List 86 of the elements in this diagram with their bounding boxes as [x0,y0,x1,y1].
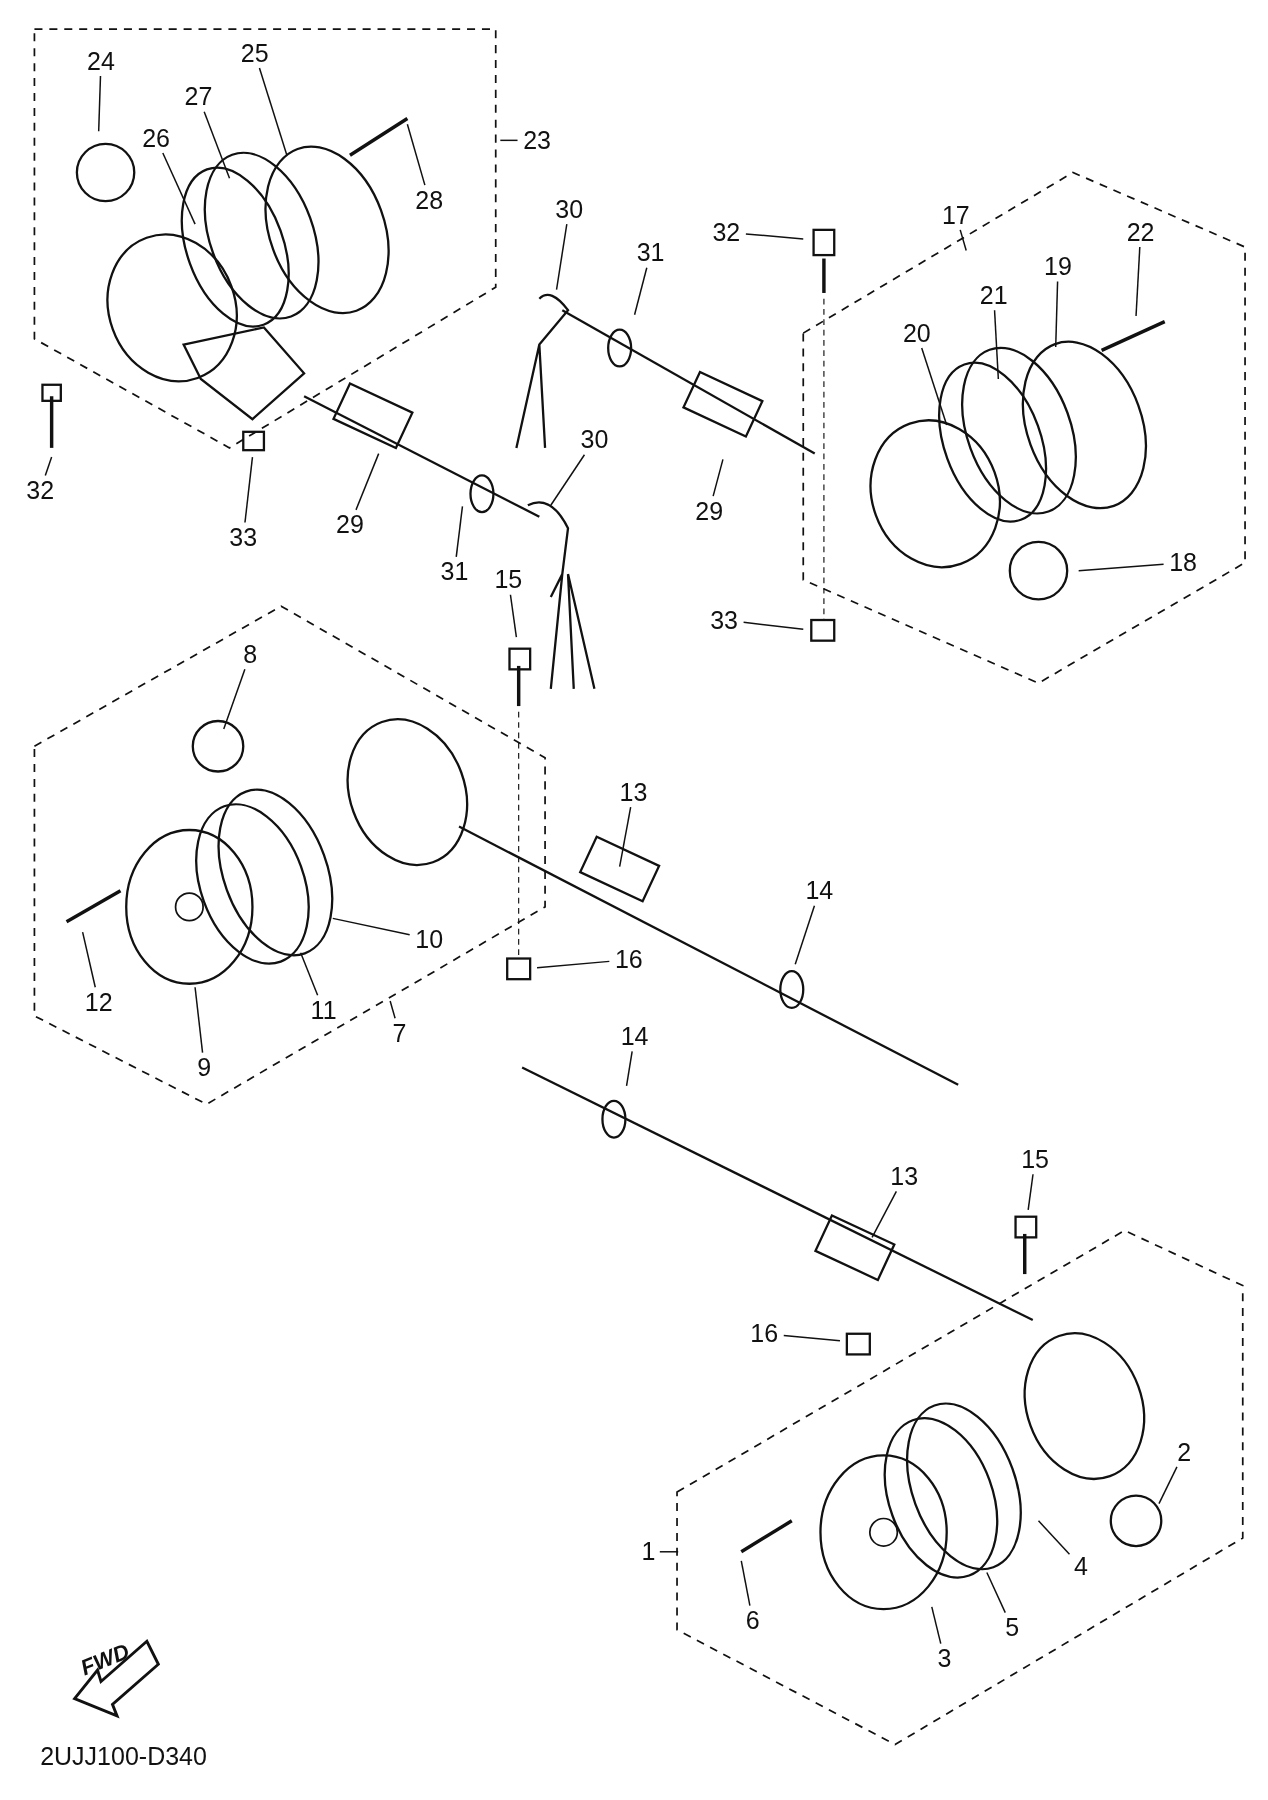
leader-line [244,456,254,524]
callout-number: 20 [902,320,931,346]
leader-line [194,986,204,1054]
callout-number: 30 [580,427,609,452]
callout-number: 6 [745,1607,760,1633]
leader-line [203,110,231,179]
leader-line [455,505,464,558]
leader-line [920,347,948,426]
leader-line [299,952,319,996]
leader-line [258,67,288,156]
leader-line [871,1190,898,1239]
callout-number: 30 [555,196,584,222]
callout-number: 25 [240,40,269,66]
leader-line [1077,563,1165,572]
direction-label: FWD [77,1638,134,1682]
leader-line [959,229,967,252]
callout-number: 26 [142,125,170,151]
callout-number: 24 [87,48,115,74]
callout-number: 7 [392,1020,407,1046]
callout-number: 12 [84,989,113,1015]
callout-number: 16 [750,1320,779,1346]
leader-line [625,1050,633,1087]
leader-line [712,458,724,497]
callout-number: 32 [712,219,741,245]
callout-number: 10 [415,926,444,952]
leader-line [499,139,519,142]
leader-line [332,917,411,936]
leader-line [536,960,611,969]
leader-line [1158,1466,1178,1505]
callout-number: 13 [890,1163,919,1189]
callout-number: 5 [1005,1614,1020,1640]
callout-number: 3 [937,1645,952,1671]
leader-line [1135,246,1141,317]
callout-number: 15 [1021,1146,1049,1172]
callout-number: 2 [1177,1439,1192,1465]
leader-line [97,75,102,132]
leader-line [555,223,568,291]
leader-line [406,123,426,186]
callout-number: 31 [636,239,665,265]
callout-number: 16 [614,946,643,972]
leader-line [1037,1520,1071,1556]
callout-number: 18 [1169,549,1197,575]
leader-line [633,266,648,316]
callout-number: 8 [243,641,258,667]
callout-number: 17 [941,202,970,228]
callout-number: 33 [229,524,258,550]
leader-line [659,1551,679,1553]
leader-line [81,931,96,988]
leader-line [1054,280,1059,348]
leader-line [1027,1173,1034,1211]
callout-number: 31 [440,558,469,584]
diagram-code: 2UJJ100-D340 [40,1741,207,1771]
leader-line [389,1000,396,1019]
callout-number: 29 [336,511,364,537]
callout-number: 19 [1044,253,1072,279]
callout-number: 11 [310,997,337,1023]
callout-number: 28 [415,187,444,213]
callout-number: 14 [805,877,834,903]
callout-number: 33 [710,607,738,633]
callout-number: 1 [641,1538,656,1564]
leader-line [794,905,816,965]
leader-line [509,594,518,638]
callout-number: 14 [620,1023,649,1049]
callout-number: 27 [184,83,213,109]
leader-line [740,1560,751,1607]
leader-line [162,152,196,225]
callout-number: 23 [523,127,551,153]
leader-line [931,1606,942,1645]
callout-number: 15 [494,567,523,592]
callout-number: 21 [979,282,1008,308]
leader-line [223,668,246,730]
callout-number: 13 [619,779,648,805]
leader-line [550,454,586,506]
leader-line [355,452,380,511]
leader-line [742,621,804,630]
callout-number: 4 [1074,1553,1088,1579]
leader-line [745,233,804,240]
callout-number: 29 [695,498,724,524]
callout-number: 32 [26,477,55,503]
callout-number: 9 [197,1054,212,1080]
callout-number: 22 [1126,219,1155,245]
leader-line [986,1571,1006,1614]
leader-line [993,309,1000,380]
leader-line [44,456,53,477]
leader-line [783,1334,841,1342]
leader-line [618,806,632,868]
